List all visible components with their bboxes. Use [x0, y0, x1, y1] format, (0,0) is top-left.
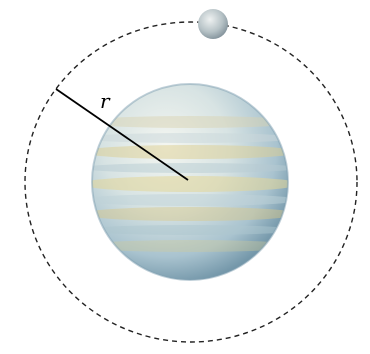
radius-label: r — [100, 89, 111, 113]
moon — [198, 9, 228, 39]
planet — [91, 83, 289, 281]
orbit-path — [24, 21, 358, 343]
planet-bands — [92, 116, 288, 252]
planet-shade — [91, 83, 289, 281]
radius-line — [55, 88, 189, 181]
